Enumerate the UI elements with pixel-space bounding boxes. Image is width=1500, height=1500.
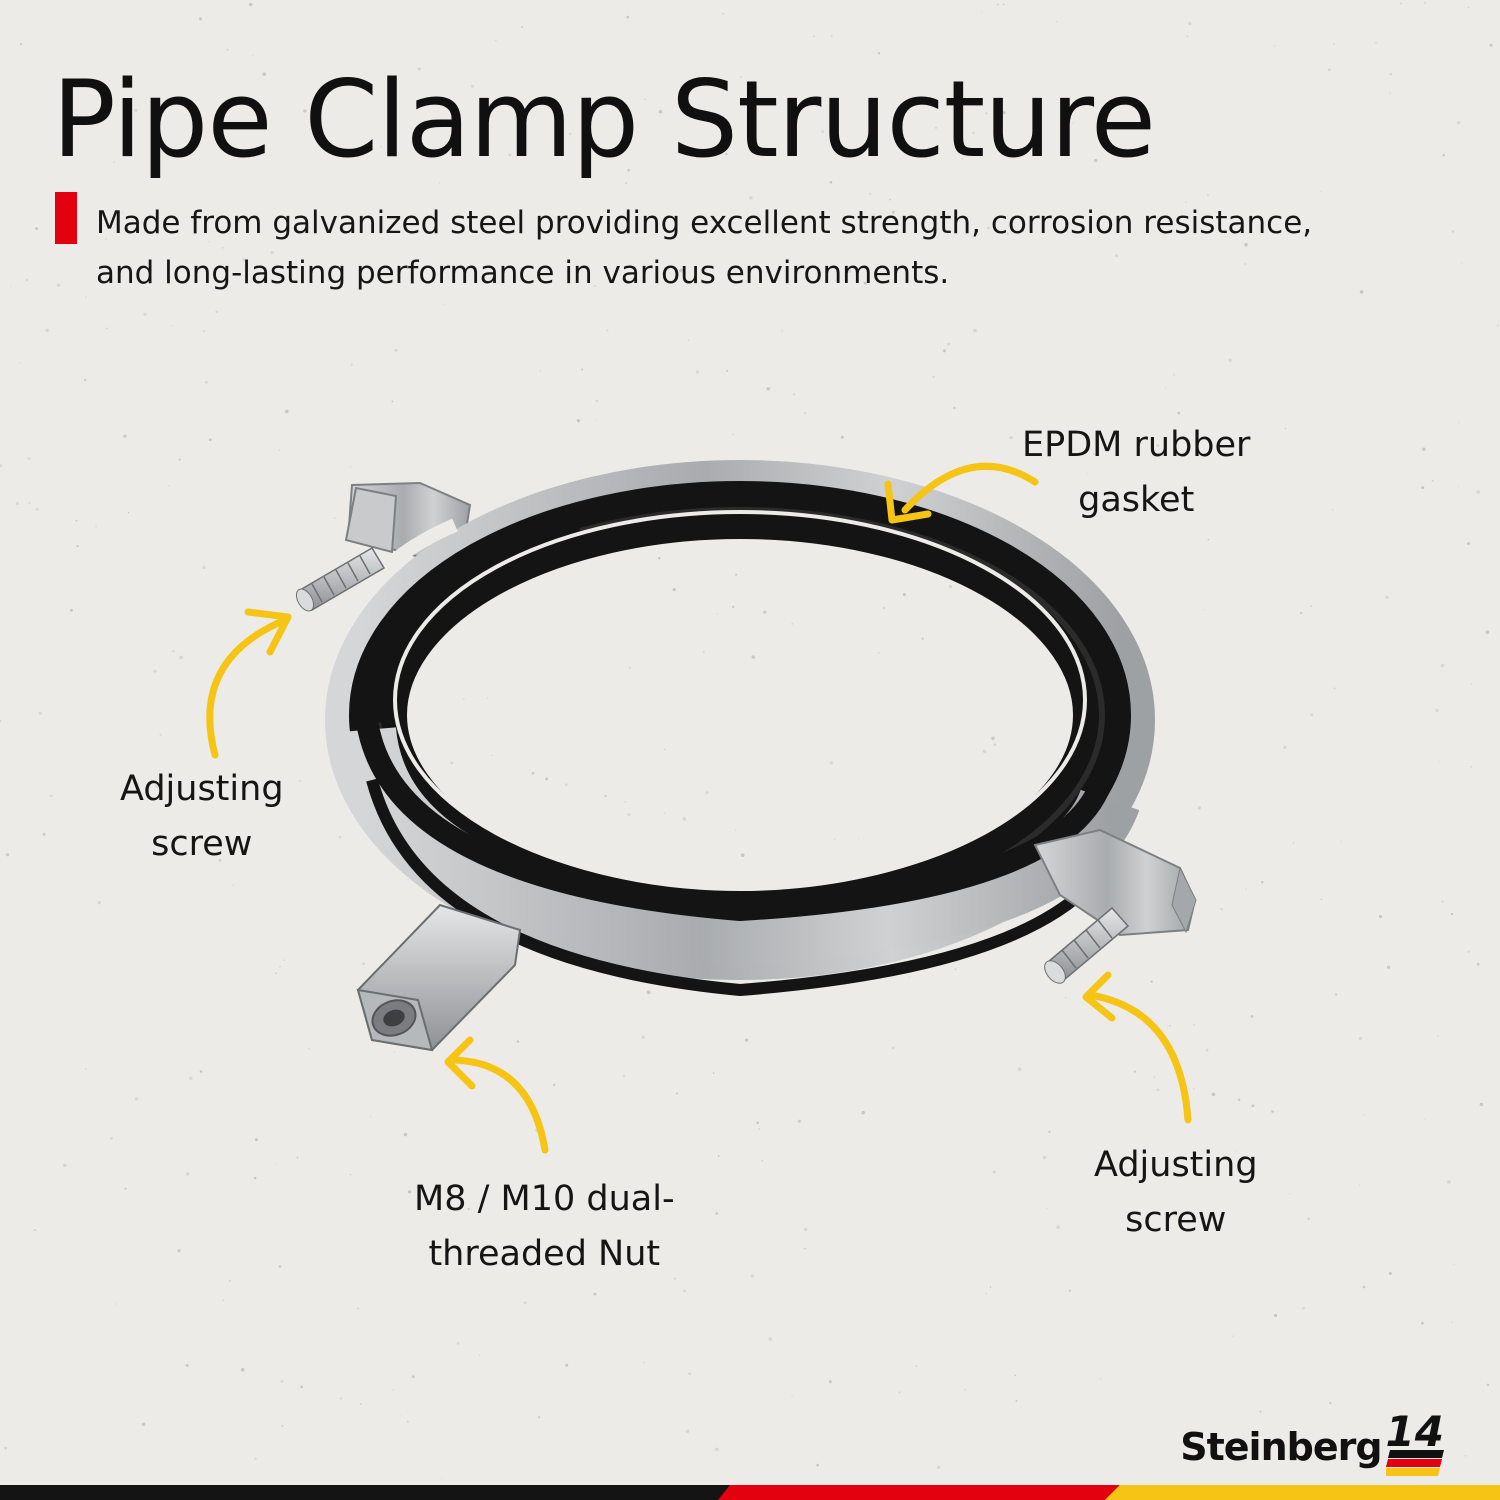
product-description: Made from galvanized steel providing exc…	[96, 205, 1313, 291]
brand-number: 14	[1385, 1407, 1444, 1456]
callout-text: Adjusting	[120, 769, 284, 809]
flag-stripe-icon	[1386, 1450, 1444, 1476]
page-title: Pipe Clamp Structure	[52, 58, 1156, 181]
right-bracket	[1033, 828, 1197, 937]
bottom-flag-stripe	[0, 1485, 1500, 1500]
callout-threaded-nut: M8 / M10 dual- threaded Nut	[414, 1172, 675, 1282]
adjusting-screw-right	[1044, 906, 1130, 984]
curved-arrow-icon	[884, 462, 1039, 524]
callout-adjusting-screw-right: Adjusting screw	[1094, 1138, 1258, 1248]
curved-arrow-icon	[1082, 971, 1192, 1124]
callout-text: screw	[1125, 1200, 1227, 1240]
curved-arrow-icon	[444, 1036, 549, 1154]
callout-text: Adjusting	[1094, 1145, 1258, 1185]
callout-text: EPDM rubber	[1022, 425, 1251, 465]
callout-adjusting-screw-left: Adjusting screw	[120, 762, 284, 872]
curved-arrow-icon	[206, 608, 292, 759]
callout-text: screw	[151, 824, 253, 864]
brand-name: Steinberg	[1180, 1425, 1382, 1469]
callout-epdm-gasket: EPDM rubber gasket	[1022, 418, 1250, 528]
callout-text: gasket	[1078, 480, 1195, 520]
brand-logo: Steinberg 14	[1180, 1411, 1444, 1470]
adjusting-screw-left	[295, 546, 386, 612]
accent-bar	[55, 192, 77, 244]
callout-text: M8 / M10 dual-	[414, 1179, 675, 1219]
callout-text: threaded Nut	[428, 1234, 661, 1274]
threaded-nut	[356, 903, 522, 1052]
